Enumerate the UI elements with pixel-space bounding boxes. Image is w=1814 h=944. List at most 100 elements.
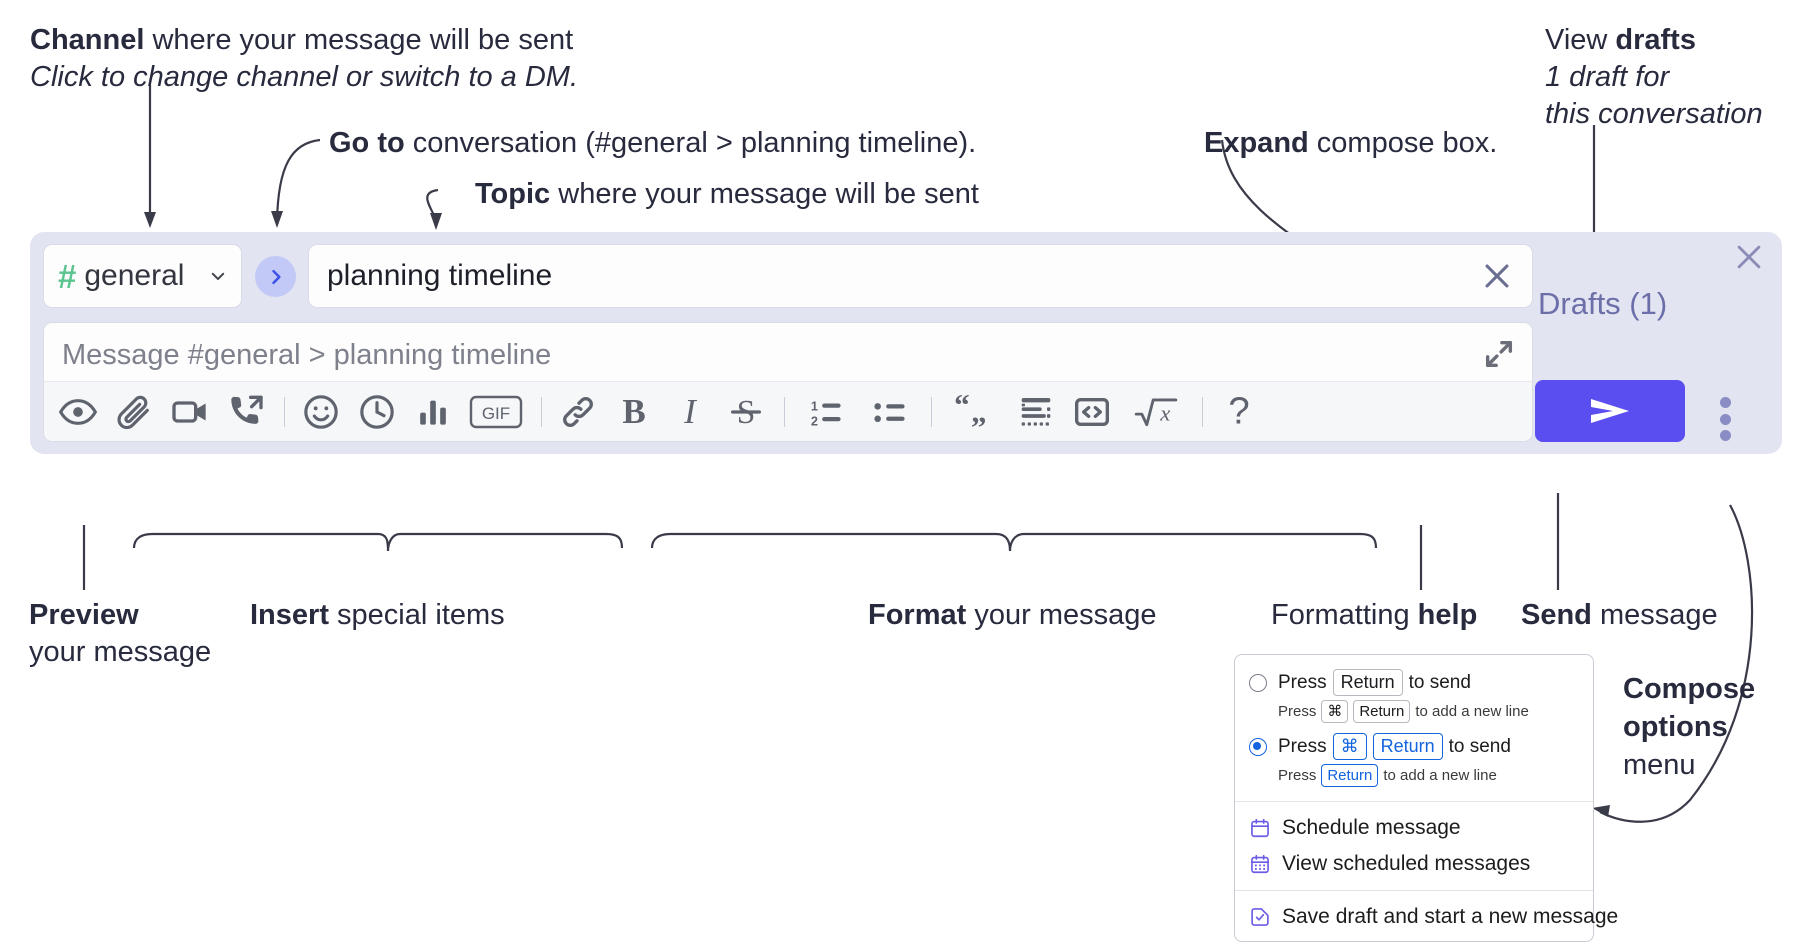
- expand-diagonal-icon[interactable]: [1482, 337, 1516, 371]
- code-block-icon[interactable]: [1016, 392, 1056, 432]
- annotation-format-rest: your message: [966, 599, 1157, 631]
- option-label: Press ⌘ Return to send: [1278, 733, 1511, 760]
- hash-icon: #: [58, 257, 77, 295]
- close-icon[interactable]: [1732, 240, 1766, 274]
- annotation-topic: Topic where your message will be sent: [475, 176, 979, 213]
- phone-forward-icon[interactable]: [226, 392, 266, 432]
- blockquote-icon[interactable]: “ „: [948, 392, 1000, 432]
- save-draft-check-icon: [1249, 906, 1271, 928]
- italic-label: I: [683, 392, 698, 431]
- ordered-list-icon[interactable]: 1 2: [801, 392, 849, 432]
- option-press-cmd-return-sub: Press Return to add a new line: [1235, 764, 1593, 793]
- annotation-compose-bold1: Compose: [1623, 673, 1756, 705]
- channel-selector-button[interactable]: # general: [43, 244, 242, 308]
- annotation-send-rest: message: [1591, 599, 1718, 631]
- option-press-cmd-return-to-send[interactable]: Press ⌘ Return to send: [1235, 729, 1593, 764]
- menu-item-save-draft[interactable]: Save draft and start a new message: [1235, 899, 1618, 935]
- attachment-icon[interactable]: [114, 392, 154, 432]
- poll-bar-chart-icon[interactable]: [413, 392, 453, 432]
- annotation-insert-bold: Insert: [250, 599, 329, 631]
- toolbar-separator: [284, 396, 285, 427]
- gif-icon[interactable]: GIF: [469, 392, 523, 432]
- key-command: ⌘: [1332, 733, 1367, 760]
- clock-icon[interactable]: [357, 392, 397, 432]
- send-paper-plane-icon: [1591, 399, 1629, 423]
- key-command: ⌘: [1321, 700, 1349, 723]
- math-formula-icon[interactable]: x: [1128, 392, 1184, 432]
- annotation-expand: Expand compose box.: [1204, 125, 1497, 162]
- menu-item-label: Save draft and start a new message: [1282, 905, 1619, 928]
- calendar-schedule-icon: [1249, 817, 1271, 839]
- kebab-dot: [1719, 430, 1731, 441]
- drafts-link[interactable]: Drafts (1): [1538, 286, 1668, 321]
- kebab-dot: [1719, 397, 1731, 408]
- topic-value: planning timeline: [327, 259, 553, 292]
- annotation-channel-sub: Click to change channel or switch to a D…: [30, 61, 579, 93]
- to-send-word: to send: [1408, 671, 1471, 693]
- formatting-toolbar: GIF B I S: [44, 381, 1532, 441]
- annotation-send-bold: Send: [1521, 599, 1592, 631]
- video-camera-icon[interactable]: [170, 392, 210, 432]
- compose-box: # general planning timeline Message #gen…: [30, 232, 1782, 454]
- annotation-topic-rest: where your message will be sent: [550, 178, 979, 210]
- key-return: Return: [1321, 764, 1379, 787]
- annotation-preview-bold: Preview: [29, 599, 139, 631]
- help-label: ?: [1228, 392, 1249, 432]
- annotation-preview-line2: your message: [29, 636, 212, 668]
- radio-selected[interactable]: [1249, 737, 1267, 756]
- annotation-format: Format your message: [868, 597, 1157, 634]
- sub-rest-text: to add a new line: [1383, 767, 1497, 784]
- menu-item-view-scheduled-messages[interactable]: View scheduled messages: [1235, 846, 1593, 882]
- channel-name-label: general: [84, 259, 185, 292]
- option-press-return-to-send[interactable]: Press Return to send: [1235, 665, 1593, 700]
- toolbar-separator: [541, 396, 542, 427]
- annotation-channel-bold: Channel: [30, 24, 145, 56]
- bold-label: B: [622, 392, 645, 431]
- emoji-icon[interactable]: [301, 392, 341, 432]
- annotation-expand-bold: Expand: [1204, 127, 1309, 159]
- radio-unselected[interactable]: [1249, 673, 1267, 692]
- annotation-preview: Preview your message: [29, 597, 211, 671]
- compose-options-kebab-button[interactable]: [1709, 397, 1741, 441]
- press-word: Press: [1278, 671, 1327, 693]
- to-send-word: to send: [1448, 735, 1511, 757]
- key-return: Return: [1372, 733, 1443, 760]
- annotation-drafts-line3: this conversation: [1545, 98, 1763, 130]
- key-return: Return: [1353, 700, 1411, 723]
- toolbar-separator: [784, 396, 785, 427]
- annotation-compose-line3: menu: [1623, 749, 1696, 781]
- annotation-topic-bold: Topic: [475, 178, 551, 210]
- gif-label: GIF: [482, 404, 510, 423]
- annotation-compose-bold2: options: [1623, 711, 1728, 743]
- menu-item-schedule-message[interactable]: Schedule message: [1235, 810, 1593, 846]
- annotation-send: Send message: [1521, 597, 1718, 634]
- message-area: Message #general > planning timeline: [43, 322, 1533, 442]
- toolbar-separator: [931, 396, 932, 427]
- italic-icon[interactable]: I: [670, 392, 710, 432]
- sub-rest-text: to add a new line: [1415, 703, 1529, 720]
- bold-icon[interactable]: B: [614, 392, 654, 432]
- chevron-down-icon: [209, 267, 227, 285]
- bulleted-list-icon[interactable]: [865, 392, 913, 432]
- inline-code-icon[interactable]: [1072, 392, 1112, 432]
- sub-press-word: Press: [1278, 703, 1317, 720]
- menu-divider: [1235, 801, 1593, 802]
- compose-options-menu: Press Return to send Press ⌘ Return to a…: [1234, 654, 1618, 942]
- strikethrough-icon[interactable]: S: [726, 392, 766, 432]
- kebab-dot: [1719, 413, 1731, 425]
- close-icon[interactable]: [1480, 259, 1514, 293]
- topic-input-field[interactable]: planning timeline: [308, 244, 1533, 308]
- message-placeholder: Message #general > planning timeline: [62, 338, 552, 371]
- preview-icon[interactable]: [58, 392, 98, 432]
- message-input[interactable]: Message #general > planning timeline: [44, 323, 1532, 387]
- annotation-goto-bold: Go to: [329, 127, 405, 159]
- toolbar-separator: [1202, 396, 1203, 427]
- annotation-compose-options: Compose options menu: [1623, 670, 1755, 784]
- help-question-icon[interactable]: ?: [1219, 392, 1259, 432]
- link-icon[interactable]: [558, 392, 598, 432]
- annotation-channel-rest: where your message will be sent: [144, 24, 574, 56]
- go-to-conversation-button[interactable]: [255, 256, 296, 297]
- send-button[interactable]: [1535, 380, 1685, 442]
- annotation-help-rest: Formatting: [1271, 599, 1418, 631]
- calendar-grid-icon: [1249, 853, 1271, 875]
